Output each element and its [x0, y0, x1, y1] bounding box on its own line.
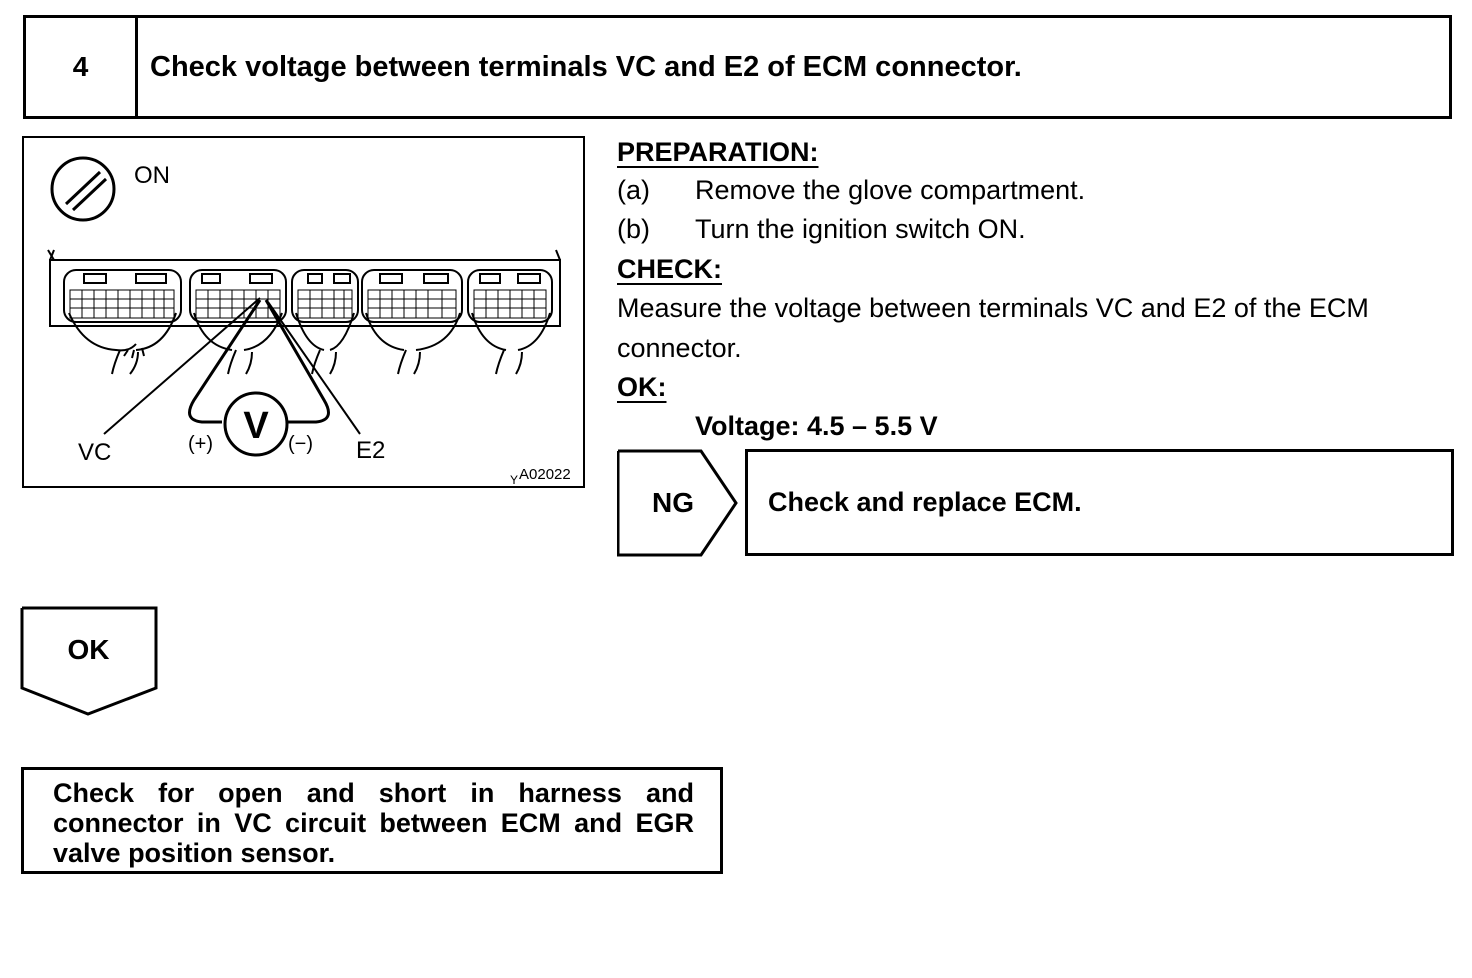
connector-illustration: ON [47, 156, 571, 487]
voltmeter-symbol: V [243, 405, 269, 447]
step-title: Check voltage between terminals VC and E… [150, 50, 1022, 83]
step-marker-b: (b) [617, 214, 650, 244]
final-step-text: Check for open and short in harness and … [53, 778, 694, 868]
ecm-body [47, 249, 561, 327]
voltmeter-icon: V [223, 391, 289, 457]
check-heading: CHECK: [617, 254, 722, 284]
step-number: 4 [26, 18, 138, 116]
pin-grids [69, 289, 547, 319]
check-text-line2: connector. [617, 333, 742, 363]
ignition-switch-icon [50, 156, 116, 222]
figure-code-prefix: Y [510, 473, 518, 487]
step-text-b: Turn the ignition switch ON. [695, 214, 1026, 244]
leader-lines [103, 297, 361, 435]
test-leads [188, 299, 330, 424]
ok-heading: OK: [617, 372, 667, 402]
ignition-on-label: ON [134, 162, 170, 189]
terminal-vc-label: VC [78, 439, 111, 466]
ok-spec-value: Voltage: 4.5 – 5.5 V [695, 411, 938, 441]
ng-label: NG [652, 487, 694, 518]
ng-arrow-shape [617, 449, 738, 557]
preparation-heading: PREPARATION: [617, 137, 819, 167]
step-marker-a: (a) [617, 175, 650, 205]
preparation-step-a: (a) Remove the glove compartment. [617, 174, 1085, 206]
terminal-e2-label: E2 [356, 437, 385, 464]
final-step-box: Check for open and short in harness and … [21, 767, 723, 874]
minus-lead-label: (−) [288, 433, 313, 455]
plus-lead-label: (+) [188, 433, 213, 455]
preparation-step-b: (b) Turn the ignition switch ON. [617, 213, 1026, 245]
check-text-line1: Measure the voltage between terminals VC… [617, 293, 1369, 323]
wire-harnesses [68, 312, 551, 375]
step-text-a: Remove the glove compartment. [695, 175, 1086, 205]
ok-arrow-shape [20, 606, 158, 716]
connector-plugs [63, 269, 553, 323]
ok-label: OK [67, 634, 110, 665]
ng-result-text: Check and replace ECM. [768, 487, 1082, 517]
step-header: 4 Check voltage between terminals VC and… [23, 15, 1452, 119]
figure-code: A02022 [519, 466, 571, 483]
ecm-connector-diagram: ON [22, 136, 585, 488]
ng-result-box: Check and replace ECM. [745, 449, 1454, 556]
